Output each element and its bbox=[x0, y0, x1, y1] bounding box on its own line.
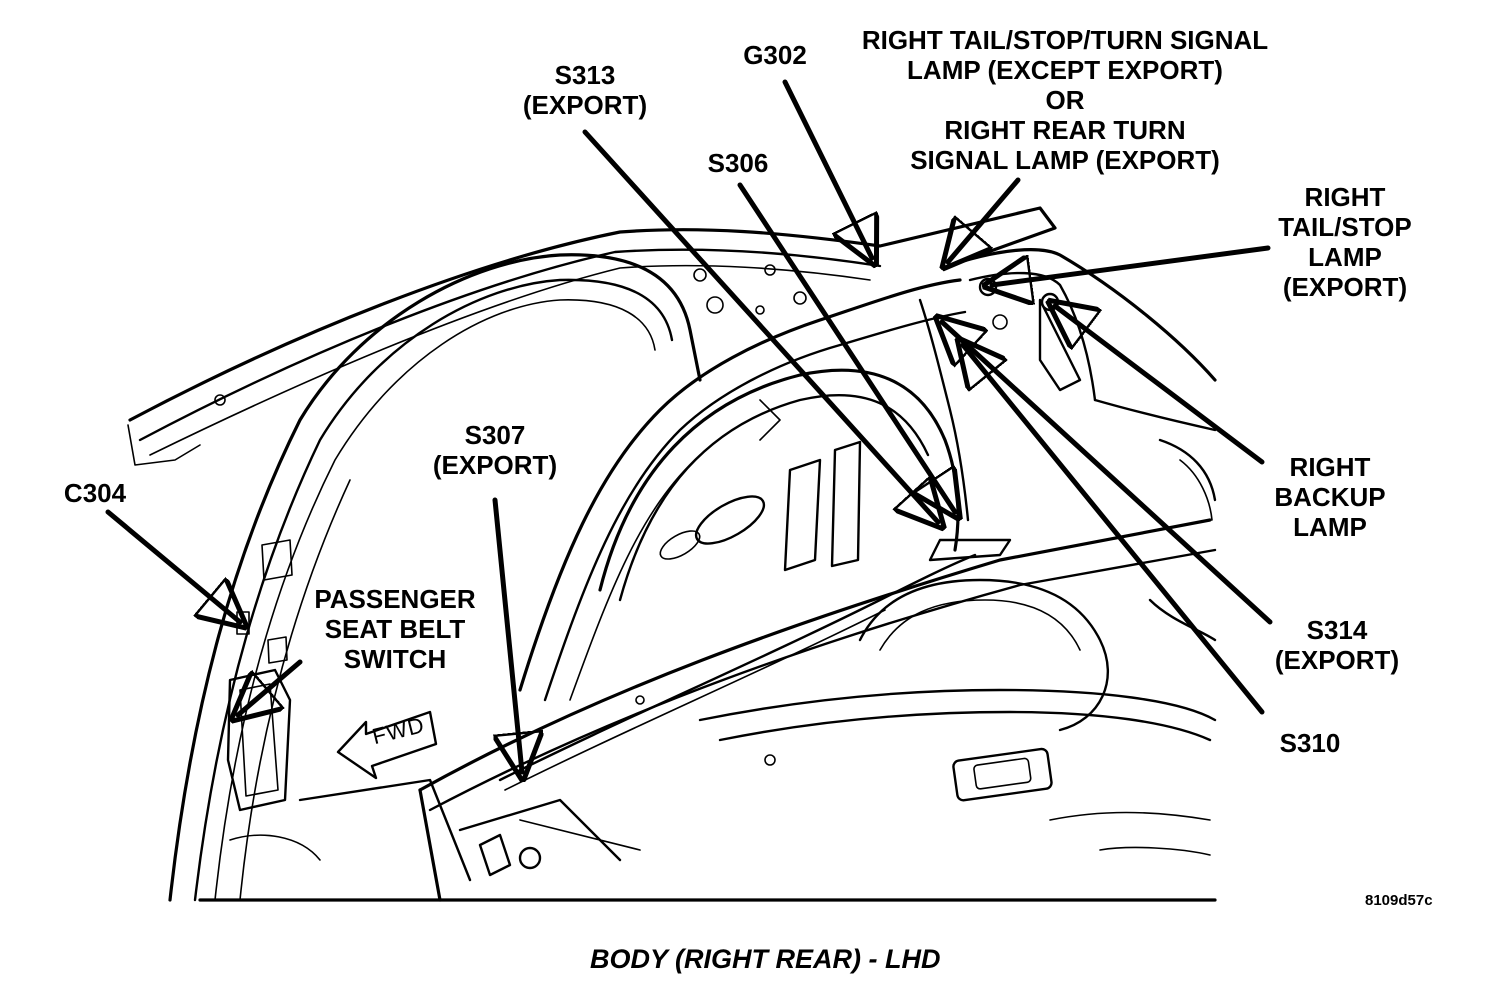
leader-s314 bbox=[942, 322, 1273, 625]
label-s306-line1: S306 bbox=[707, 148, 769, 178]
label-rtst-line1: RIGHT TAIL/STOP/TURN SIGNAL bbox=[861, 25, 1269, 55]
leader-right-tail-stop-export bbox=[992, 245, 1271, 285]
label-passenger-seat-belt: PASSENGER SEAT BELT SWITCH bbox=[300, 584, 490, 674]
label-s307: S307 (EXPORT) bbox=[420, 420, 570, 480]
fwd-arrow-icon bbox=[336, 710, 438, 780]
leader-s307 bbox=[492, 497, 522, 772]
label-s313: S313 (EXPORT) bbox=[505, 60, 665, 120]
label-right-tail-stop-export: RIGHT TAIL/STOP LAMP (EXPORT) bbox=[1265, 182, 1425, 302]
leader-passenger-seat-belt bbox=[238, 659, 303, 715]
label-s310-line1: S310 bbox=[1279, 728, 1341, 758]
label-s306: S306 bbox=[693, 148, 783, 178]
label-rtse-line3: LAMP bbox=[1308, 242, 1382, 272]
leader-s306 bbox=[737, 182, 955, 512]
label-psb-line1: PASSENGER bbox=[314, 584, 476, 614]
label-psb-line2: SEAT BELT bbox=[324, 614, 466, 644]
figure-code: 8109d57c bbox=[1365, 892, 1433, 909]
label-s313-line2: (EXPORT) bbox=[522, 90, 648, 120]
diagram-caption: BODY (RIGHT REAR) - LHD bbox=[590, 944, 941, 974]
label-s310: S310 bbox=[1260, 728, 1360, 758]
label-rtse-line1: RIGHT bbox=[1304, 182, 1386, 212]
label-g302: G302 bbox=[730, 40, 820, 70]
label-rtst-line3: OR bbox=[1045, 85, 1085, 115]
label-rtse-line2: TAIL/STOP bbox=[1278, 212, 1412, 242]
label-s313-line1: S313 bbox=[554, 60, 616, 90]
leader-s310 bbox=[963, 345, 1265, 715]
leader-right-backup bbox=[1055, 306, 1265, 465]
label-s314-line1: S314 bbox=[1306, 615, 1368, 645]
label-c304-line1: C304 bbox=[63, 478, 127, 508]
label-rtst-line4: RIGHT REAR TURN bbox=[944, 115, 1186, 145]
label-g302-line1: G302 bbox=[743, 40, 807, 70]
label-rb-line1: RIGHT bbox=[1289, 452, 1371, 482]
label-rtse-line4: (EXPORT) bbox=[1282, 272, 1408, 302]
label-rb-line2: BACKUP bbox=[1274, 482, 1386, 512]
label-s314: S314 (EXPORT) bbox=[1262, 615, 1412, 675]
label-right-backup: RIGHT BACKUP LAMP bbox=[1265, 452, 1395, 542]
label-right-tail-stop-turn: RIGHT TAIL/STOP/TURN SIGNAL LAMP (EXCEPT… bbox=[840, 25, 1290, 175]
leader-lines bbox=[105, 79, 1273, 772]
label-s314-line2: (EXPORT) bbox=[1274, 645, 1400, 675]
label-rtst-line5: SIGNAL LAMP (EXPORT) bbox=[910, 145, 1220, 175]
leader-c304 bbox=[105, 509, 240, 622]
label-c304: C304 bbox=[50, 478, 140, 508]
label-psb-line3: SWITCH bbox=[343, 644, 447, 674]
leader-right-tail-stop-turn bbox=[948, 177, 1021, 262]
label-rb-line3: LAMP bbox=[1293, 512, 1367, 542]
label-s307-line1: S307 bbox=[464, 420, 526, 450]
leader-g302 bbox=[782, 79, 872, 258]
body-structure bbox=[127, 206, 1217, 902]
leader-s313 bbox=[582, 129, 938, 522]
label-s307-line2: (EXPORT) bbox=[432, 450, 558, 480]
label-rtst-line2: LAMP (EXCEPT EXPORT) bbox=[907, 55, 1223, 85]
